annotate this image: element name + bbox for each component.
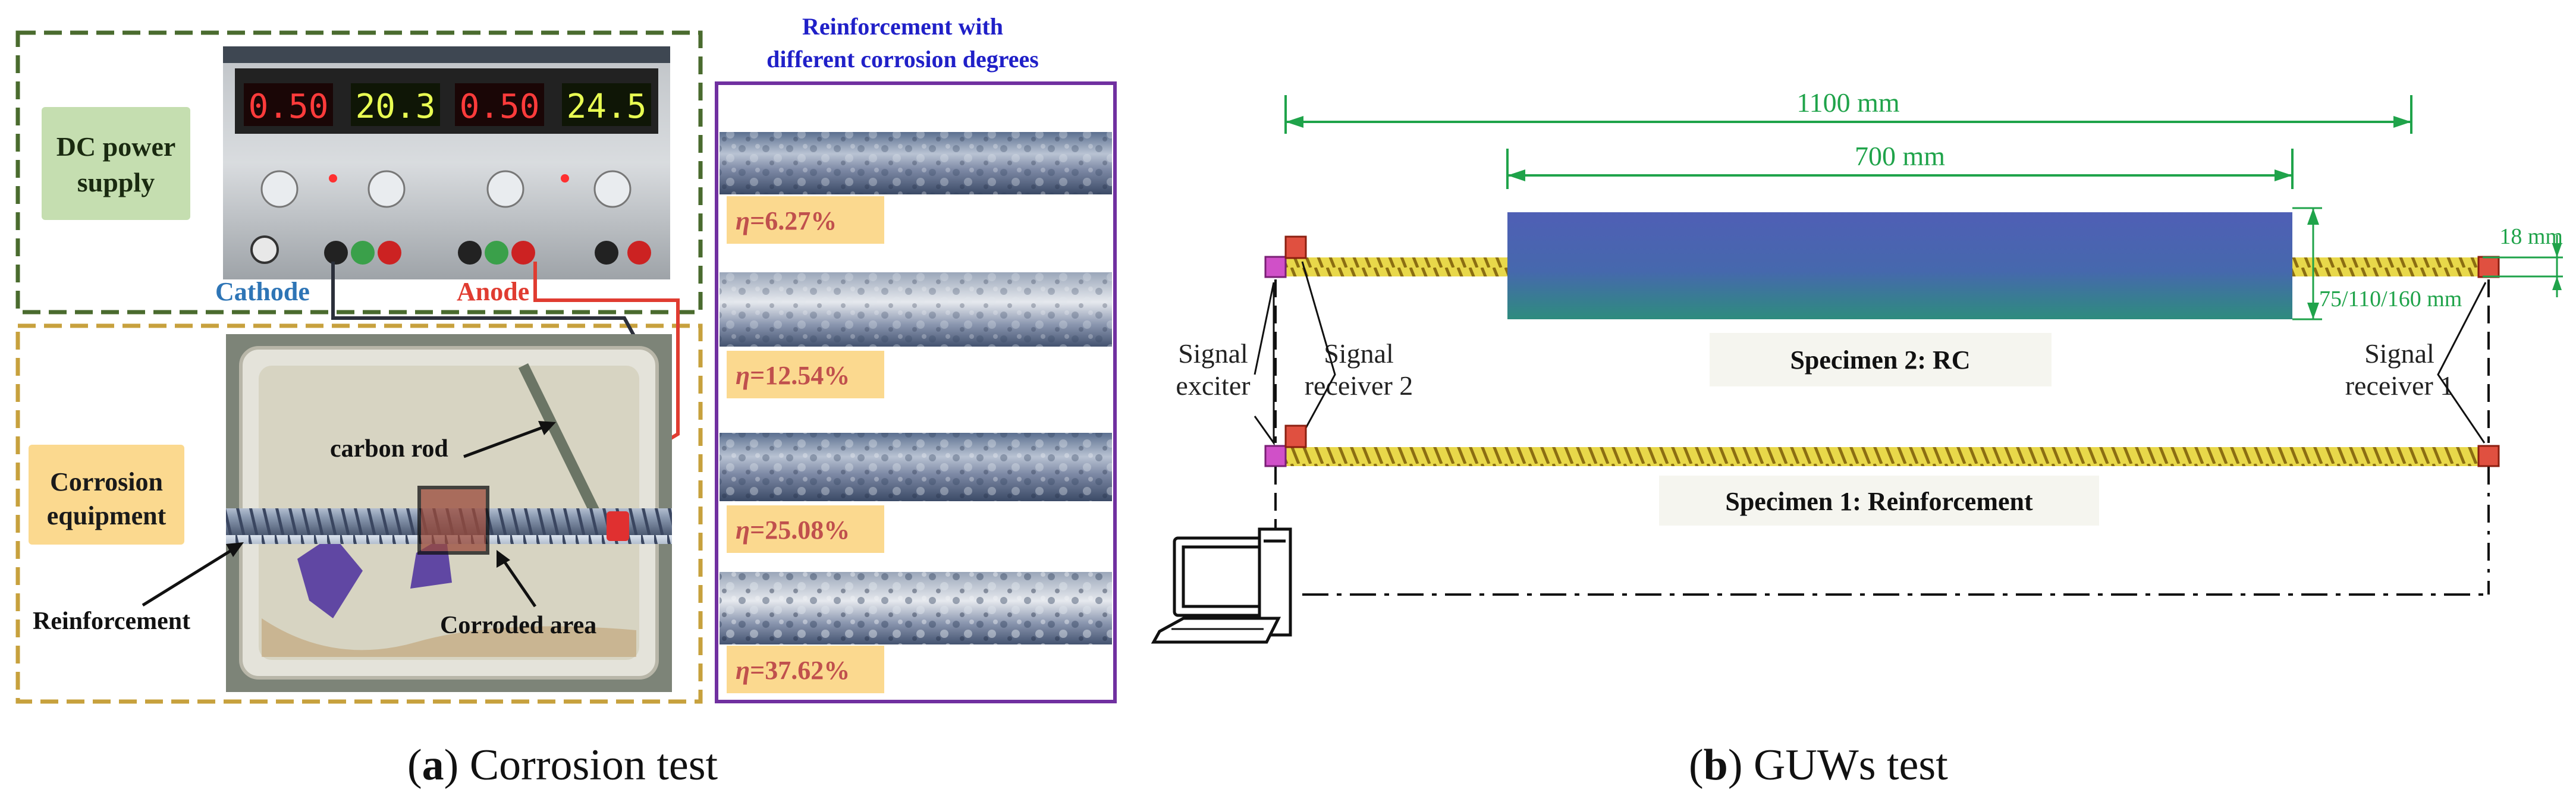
caption-a: (a) Corrosion test	[407, 741, 718, 790]
signal-exciter-top	[1264, 256, 1287, 278]
degree-label-3: η=25.08%	[736, 515, 850, 545]
samples-title-line2: different corrosion degrees	[766, 46, 1039, 73]
signal-exciter-label-2: exciter	[1176, 370, 1250, 401]
corroded-area-box	[417, 486, 489, 555]
signal-receiver1-top	[2477, 256, 2500, 278]
degree-box-1	[727, 196, 884, 244]
dc-power-supply-photo: 0.50 20.3 0.50 24.5	[223, 46, 670, 279]
caption-b-text: GUWs test	[1742, 741, 1948, 790]
signal-exciter-bottom	[1264, 445, 1287, 467]
degree-box-3	[727, 505, 884, 553]
carbon-rod-label: carbon rod	[330, 435, 448, 463]
reinforcement-specimen	[1286, 447, 2483, 466]
computer-icon	[1151, 527, 1292, 644]
reinforcement-arrowhead	[226, 542, 244, 557]
reinforcement-arrow	[142, 546, 236, 607]
rc-specimen	[1507, 212, 2292, 319]
samples-title-line1: Reinforcement with	[802, 13, 1003, 40]
carbon-rod-arrowhead	[538, 421, 556, 435]
dim-rc-label: 700 mm	[1855, 141, 1945, 171]
reinforcement-label: Reinforcement	[33, 608, 190, 635]
dim-total-label: 1100 mm	[1796, 87, 1900, 118]
display-reading-4: 24.5	[567, 87, 647, 126]
corrosion-label-line2: equipment	[47, 501, 167, 530]
signal-receiver2-label-2: receiver 2	[1305, 370, 1413, 401]
panel-b-diagram: 1100 mm 700 mm 75/110/160 mm 18 mm Speci…	[1151, 87, 2563, 644]
corroded-area-arrowhead	[497, 550, 510, 568]
caption-b-letter: b	[1703, 741, 1728, 790]
signal-receiver1-bottom	[2477, 445, 2500, 467]
dc-power-label-line2: supply	[77, 167, 155, 197]
cathode-label: Cathode	[215, 277, 310, 306]
dc-power-label-box	[42, 107, 190, 220]
display-reading-3: 0.50	[460, 87, 540, 126]
caption-b: (b) GUWs test	[1689, 741, 1948, 790]
signal-receiver1-label-2: receiver 1	[2345, 370, 2454, 401]
signal-receiver2-top	[1284, 235, 1307, 259]
specimen1-label-box	[1659, 476, 2099, 526]
carbon-rod-arrow	[463, 425, 545, 458]
panel-a-diagram: DC power supply 0.50 20.3 0.50 24.5	[15, 13, 1117, 704]
specimen2-label-box	[1710, 333, 2052, 386]
display-reading-2: 20.3	[356, 87, 436, 126]
caption-a-text: Corrosion test	[458, 741, 718, 790]
dim-diam-label: 75/110/160 mm	[2319, 287, 2462, 312]
dim-bar-label: 18 mm	[2499, 224, 2563, 249]
degree-label-2: η=12.54%	[736, 361, 850, 390]
specimen2-label: Specimen 2: RC	[1790, 345, 1970, 375]
degree-label-4: η=37.62%	[736, 656, 850, 685]
degree-box-4	[727, 646, 884, 693]
corrosion-label-box	[29, 445, 184, 545]
rc-bar-left	[1276, 257, 1510, 276]
display-reading-1: 0.50	[249, 87, 329, 126]
rc-bar-right	[2292, 257, 2483, 276]
signal-receiver1-label-1: Signal	[2364, 338, 2434, 369]
anode-clip	[607, 511, 629, 541]
degree-label-1: η=6.27%	[736, 206, 837, 235]
corroded-area-label: Corroded area	[440, 612, 596, 639]
corrosion-label-line1: Corrosion	[50, 467, 163, 496]
signal-exciter-label-1: Signal	[1178, 338, 1248, 369]
dc-power-label-line1: DC power	[56, 131, 176, 162]
signal-receiver2-bottom	[1284, 424, 1307, 448]
anode-label: Anode	[457, 277, 529, 306]
specimen1-label: Specimen 1: Reinforcement	[1725, 487, 2033, 516]
corroded-area-arrow	[501, 558, 537, 608]
caption-a-letter: a	[422, 741, 444, 790]
dc-supply-frame	[15, 30, 703, 315]
signal-receiver2-label-1: Signal	[1324, 338, 1394, 369]
degree-box-2	[727, 351, 884, 398]
corrosion-equipment-frame	[15, 323, 703, 704]
